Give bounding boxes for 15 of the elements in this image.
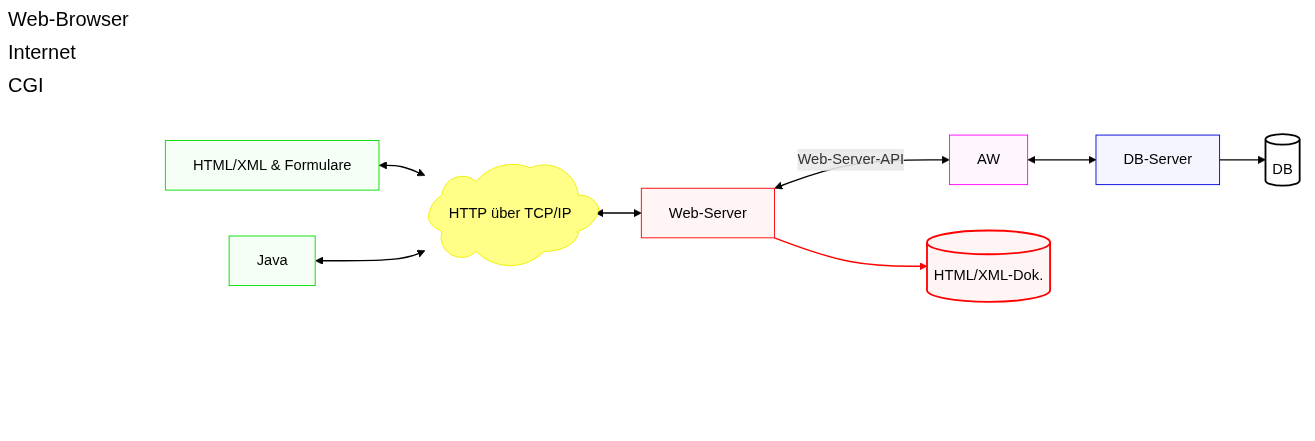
label-text: Web-Browser (8, 8, 130, 31)
edge-label: Web-Server-API (797, 151, 905, 168)
label-text: Internet (8, 41, 77, 64)
label-text: CGI (8, 74, 45, 97)
arrow (315, 249, 426, 265)
node-box: AW (949, 134, 1029, 186)
node-box: DB-Server (1095, 134, 1221, 186)
node-box: HTML/XML & Formulare (164, 140, 380, 191)
arrow (379, 161, 426, 177)
arrow (1027, 155, 1097, 164)
node-box: Web-Server (640, 187, 775, 239)
arrow (595, 209, 642, 218)
arrow (773, 237, 928, 271)
arrow (1218, 155, 1266, 164)
node-box: Java (228, 235, 316, 286)
